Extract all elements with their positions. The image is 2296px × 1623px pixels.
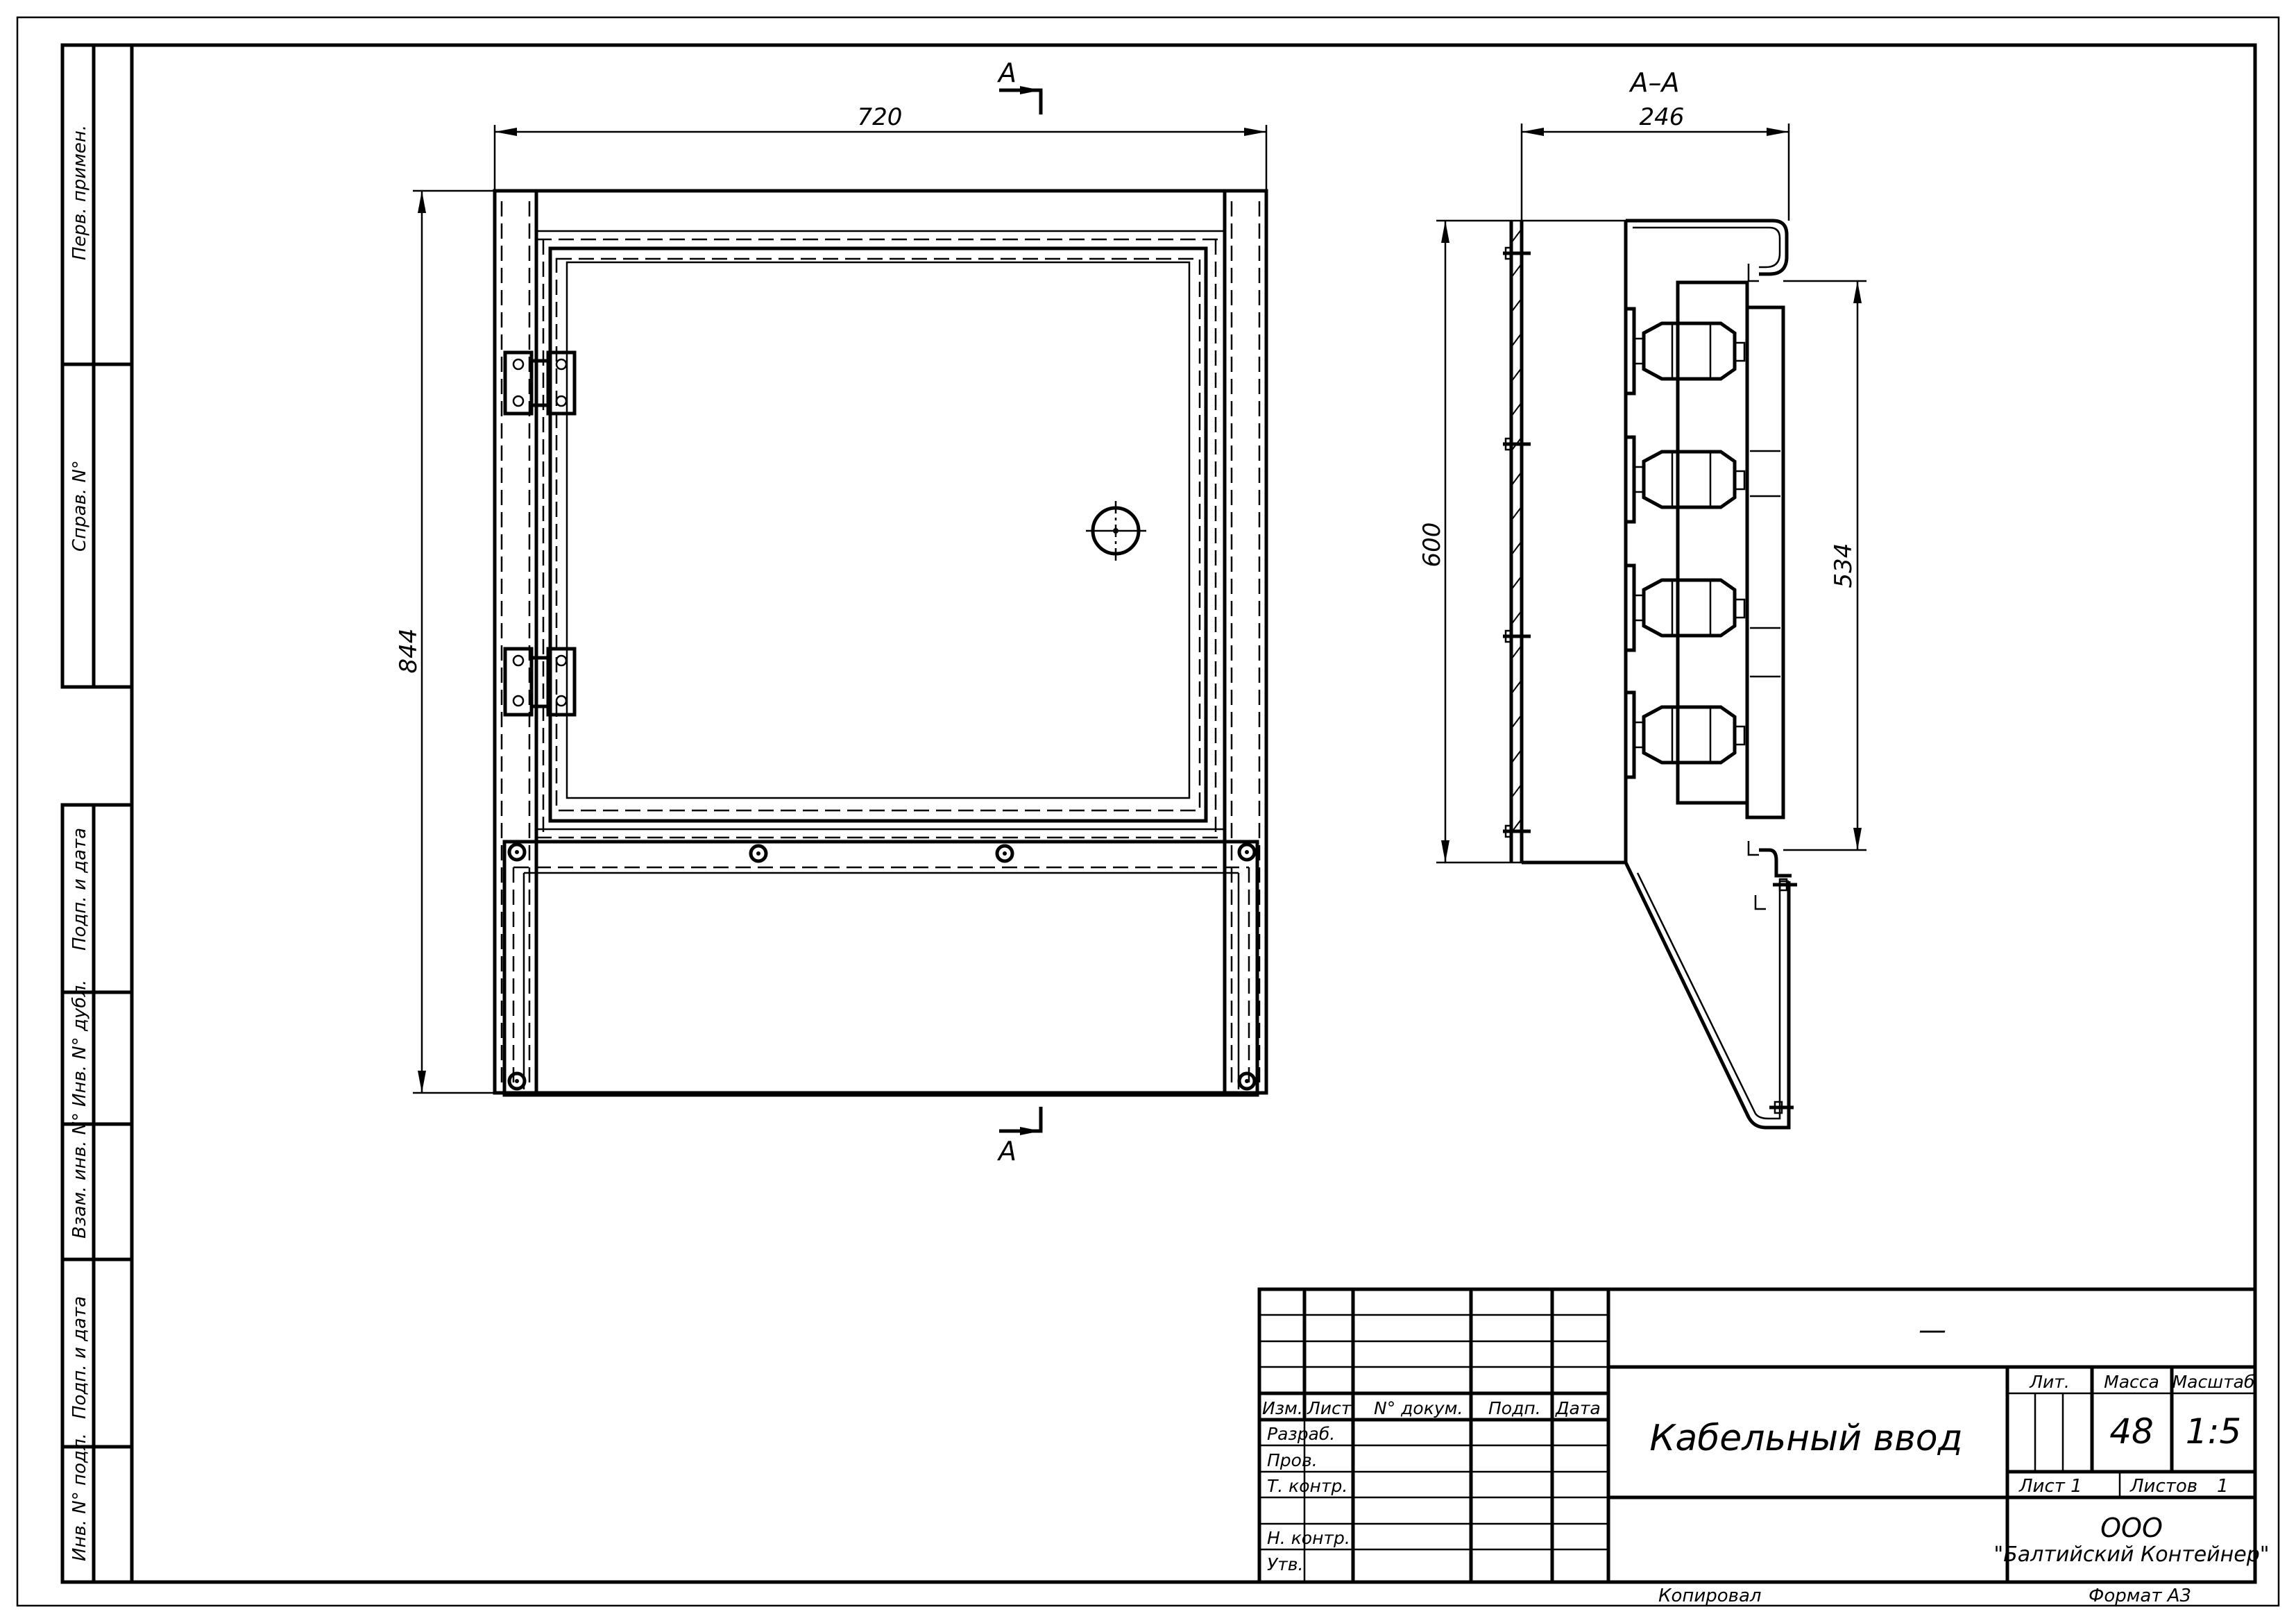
insulator-icon bbox=[1624, 690, 1746, 779]
section-view: A–A bbox=[1418, 67, 1866, 1130]
footer-format: Формат А3 bbox=[2089, 1586, 2191, 1606]
bolt-icon bbox=[1503, 824, 1531, 838]
side-stamp-labels: Перв. примен. Справ. N° Подп. и дата Инв… bbox=[69, 125, 90, 1561]
front-view: 720 844 A A bbox=[395, 58, 1268, 1166]
header-izm: Изм. bbox=[1262, 1398, 1303, 1418]
side-label-perv: Перв. примен. bbox=[69, 125, 90, 260]
lock-icon bbox=[1086, 501, 1146, 561]
side-label-podl: Инв. N° подл. bbox=[69, 1433, 90, 1561]
side-stamp-strip bbox=[60, 43, 134, 1584]
massa-label: Масса bbox=[2104, 1372, 2159, 1392]
bolt-icon bbox=[1503, 629, 1531, 643]
mass-value: 48 bbox=[2109, 1411, 2154, 1452]
side-label-vzam: Взам. инв. N° bbox=[69, 1112, 90, 1239]
role-prov: Пров. bbox=[1267, 1450, 1318, 1470]
hinge-icon bbox=[503, 647, 577, 717]
bolt-icon bbox=[507, 1071, 527, 1091]
section-depth-dim: 246 bbox=[1640, 103, 1685, 131]
front-width-dim: 720 bbox=[858, 103, 903, 131]
scale-value: 1:5 bbox=[2186, 1411, 2241, 1452]
insulator-icon bbox=[1624, 563, 1746, 652]
sheets-label: Листов bbox=[2129, 1476, 2197, 1497]
sheet-number: Лист 1 bbox=[2018, 1476, 2082, 1497]
bolt-icon bbox=[1237, 842, 1257, 862]
section-title: A–A bbox=[1629, 67, 1680, 98]
drawing-name: Кабельный ввод bbox=[1649, 1418, 1962, 1459]
inner-frame bbox=[130, 43, 2257, 1584]
header-list: Лист bbox=[1307, 1398, 1352, 1418]
section-mark-top: A bbox=[996, 58, 1017, 88]
side-label-podp-1: Подп. и дата bbox=[69, 828, 90, 951]
org-line-1: ООО bbox=[2100, 1513, 2163, 1543]
side-label-dubl: Инв. N° дубл. bbox=[69, 980, 90, 1107]
masshtab-label: Масштаб bbox=[2172, 1372, 2255, 1392]
role-utv: Утв. bbox=[1267, 1554, 1303, 1574]
org-line-2: "Балтийский Контейнер" bbox=[1993, 1543, 2269, 1567]
header-podp: Подп. bbox=[1488, 1398, 1541, 1418]
insulator-icon bbox=[1624, 435, 1746, 524]
hinge-icon bbox=[503, 350, 577, 416]
insulator-icon bbox=[1624, 307, 1746, 396]
bolt-icon bbox=[1773, 878, 1797, 892]
bolt-icon bbox=[1503, 437, 1531, 451]
section-mark-bottom: A bbox=[996, 1136, 1017, 1166]
side-label-podp-2: Подп. и дата bbox=[69, 1296, 90, 1419]
bolt-icon bbox=[507, 842, 527, 862]
role-tkontr: Т. контр. bbox=[1267, 1476, 1347, 1496]
bolt-icon bbox=[1769, 1101, 1794, 1114]
bolt-icon bbox=[1503, 246, 1531, 260]
title-block: — Кабельный ввод Изм. Лист N° докум. Под… bbox=[1257, 1287, 2270, 1584]
bolt-icon bbox=[1237, 1071, 1257, 1091]
section-height-dim: 600 bbox=[1418, 522, 1446, 568]
footer-copied: Копировал bbox=[1658, 1586, 1762, 1606]
outer-frame bbox=[16, 16, 2280, 1607]
section-inner-dim: 534 bbox=[1830, 543, 1857, 588]
front-height-dim: 844 bbox=[395, 629, 423, 674]
side-label-sprav: Справ. N° bbox=[69, 460, 90, 552]
sheets-count: 1 bbox=[2217, 1476, 2229, 1497]
role-razrab: Разраб. bbox=[1267, 1424, 1335, 1444]
role-nkontr: Н. контр. bbox=[1267, 1528, 1350, 1548]
bolt-icon bbox=[995, 844, 1014, 863]
bolt-icon bbox=[749, 844, 768, 863]
lit-label: Лит. bbox=[2029, 1372, 2070, 1392]
header-data: Дата bbox=[1555, 1398, 1601, 1418]
drawing-designation: — bbox=[1919, 1314, 1946, 1346]
header-dokum: N° докум. bbox=[1374, 1398, 1463, 1418]
